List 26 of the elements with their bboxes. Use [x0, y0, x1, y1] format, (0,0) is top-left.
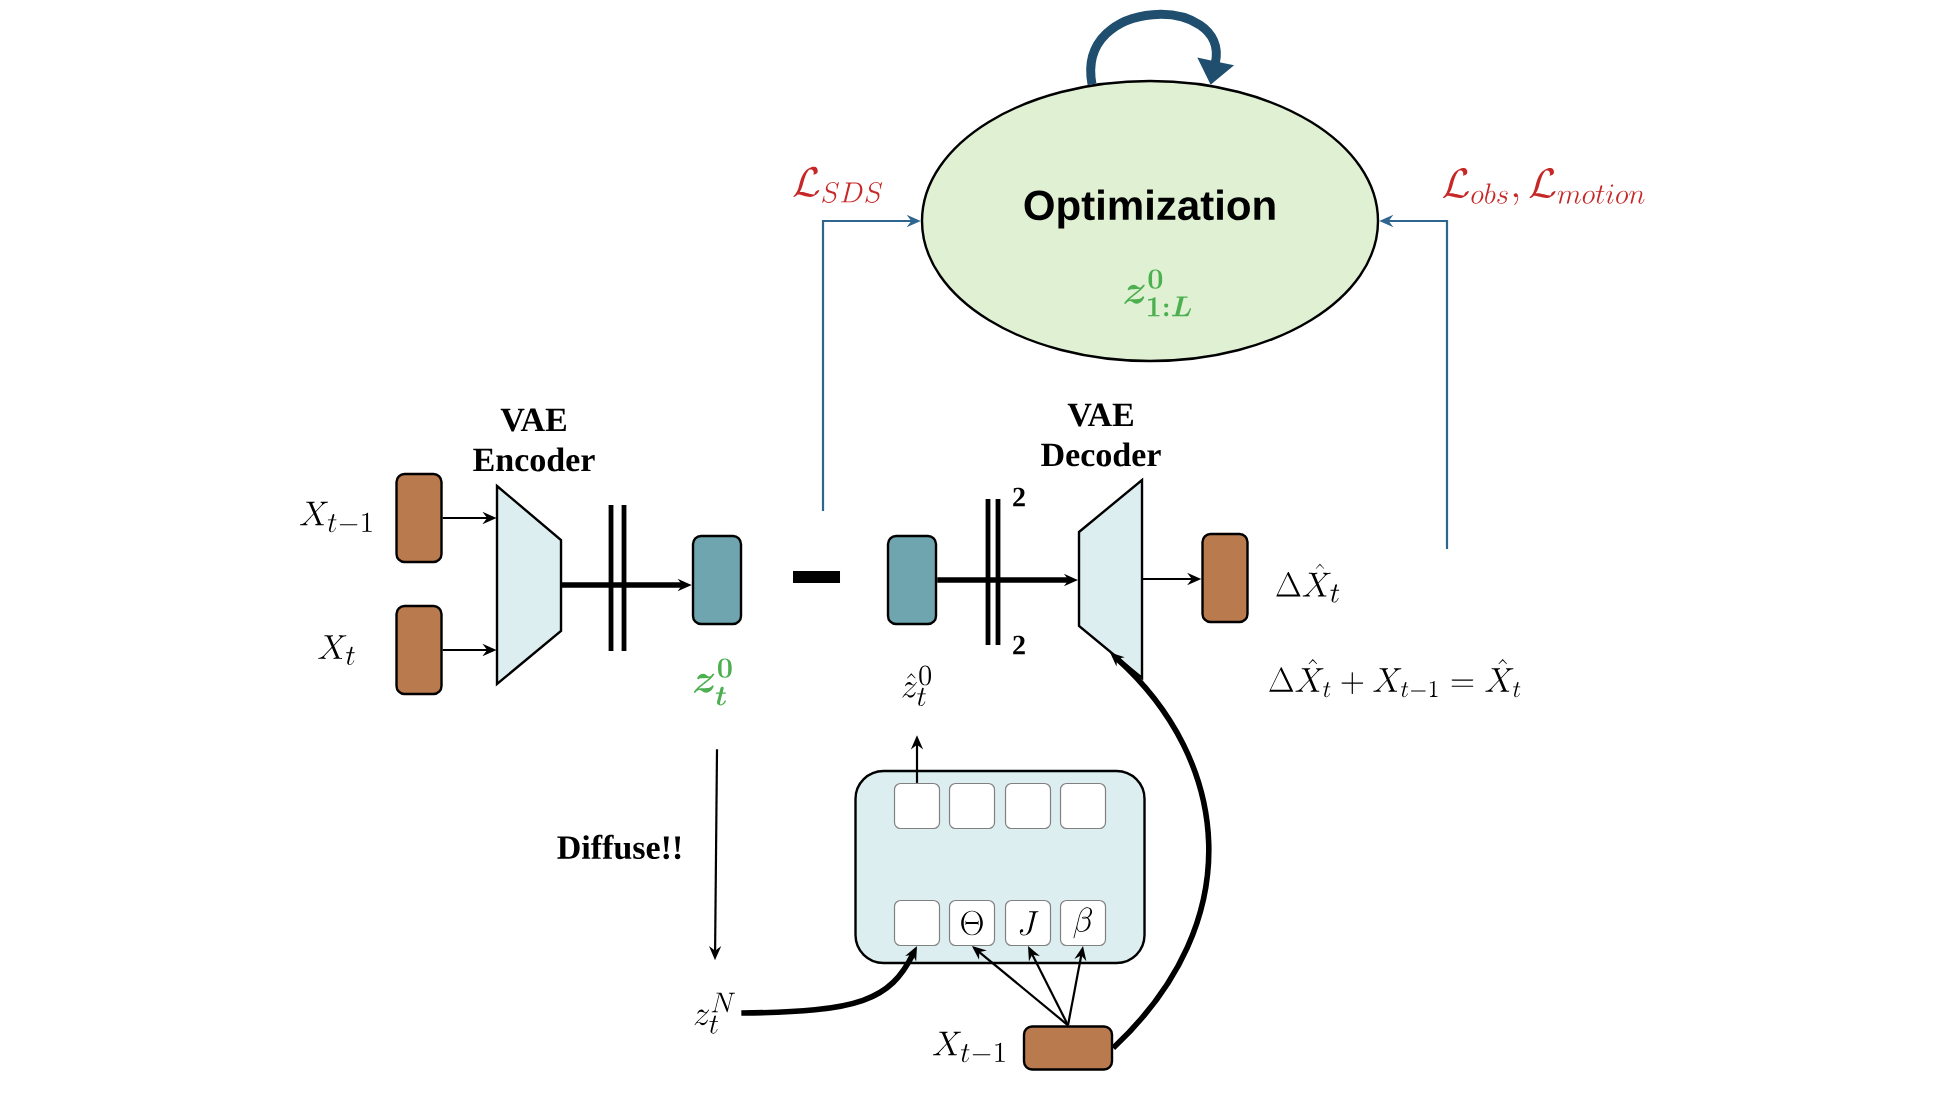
math-label: $z^{N}_{t}$: [694, 992, 736, 1034]
token-cell: $\beta$: [1059, 899, 1107, 947]
math-label: $X_{t-1}$: [933, 1031, 1005, 1063]
loop-arrow: [1086, 10, 1235, 85]
math-label: $\Delta\hat{X}_t$: [1276, 563, 1340, 603]
token-cell: [893, 782, 941, 830]
loss-label: $\mathcal{L}_{obs}, \mathcal{L}_{motion}$: [1442, 167, 1645, 206]
token-cell: $J$: [1004, 899, 1052, 947]
multiplicity-label: 2: [1013, 487, 1025, 507]
token-cell: $\Theta$: [948, 899, 996, 947]
math-label: $X_t$: [318, 635, 355, 665]
math-label: $z^{0}_{1:L}$: [1124, 269, 1192, 317]
block-heading: VAE Decoder: [1041, 403, 1161, 467]
token-cell: [1004, 782, 1052, 830]
loss-label: $\mathcal{L}_{SDS}$: [793, 166, 883, 203]
token-cell: [948, 782, 996, 830]
math-label: $z^{0}_{t}$: [693, 658, 732, 706]
math-label: $\hat{z}^{0}_{t}$: [902, 665, 931, 707]
token-cell: [1059, 782, 1107, 830]
equation: $\Delta\hat{X}_t + X_{t-1} = \hat{X}_t$: [1269, 659, 1521, 698]
edge-label: Diffuse!!: [557, 834, 681, 860]
token-cell: [893, 899, 941, 947]
math-label: $X_{t-1}$: [300, 501, 372, 533]
multiplicity-label: 2: [1013, 635, 1025, 655]
block-heading: VAE Encoder: [473, 408, 595, 472]
node-title: Optimization: [1024, 189, 1275, 229]
